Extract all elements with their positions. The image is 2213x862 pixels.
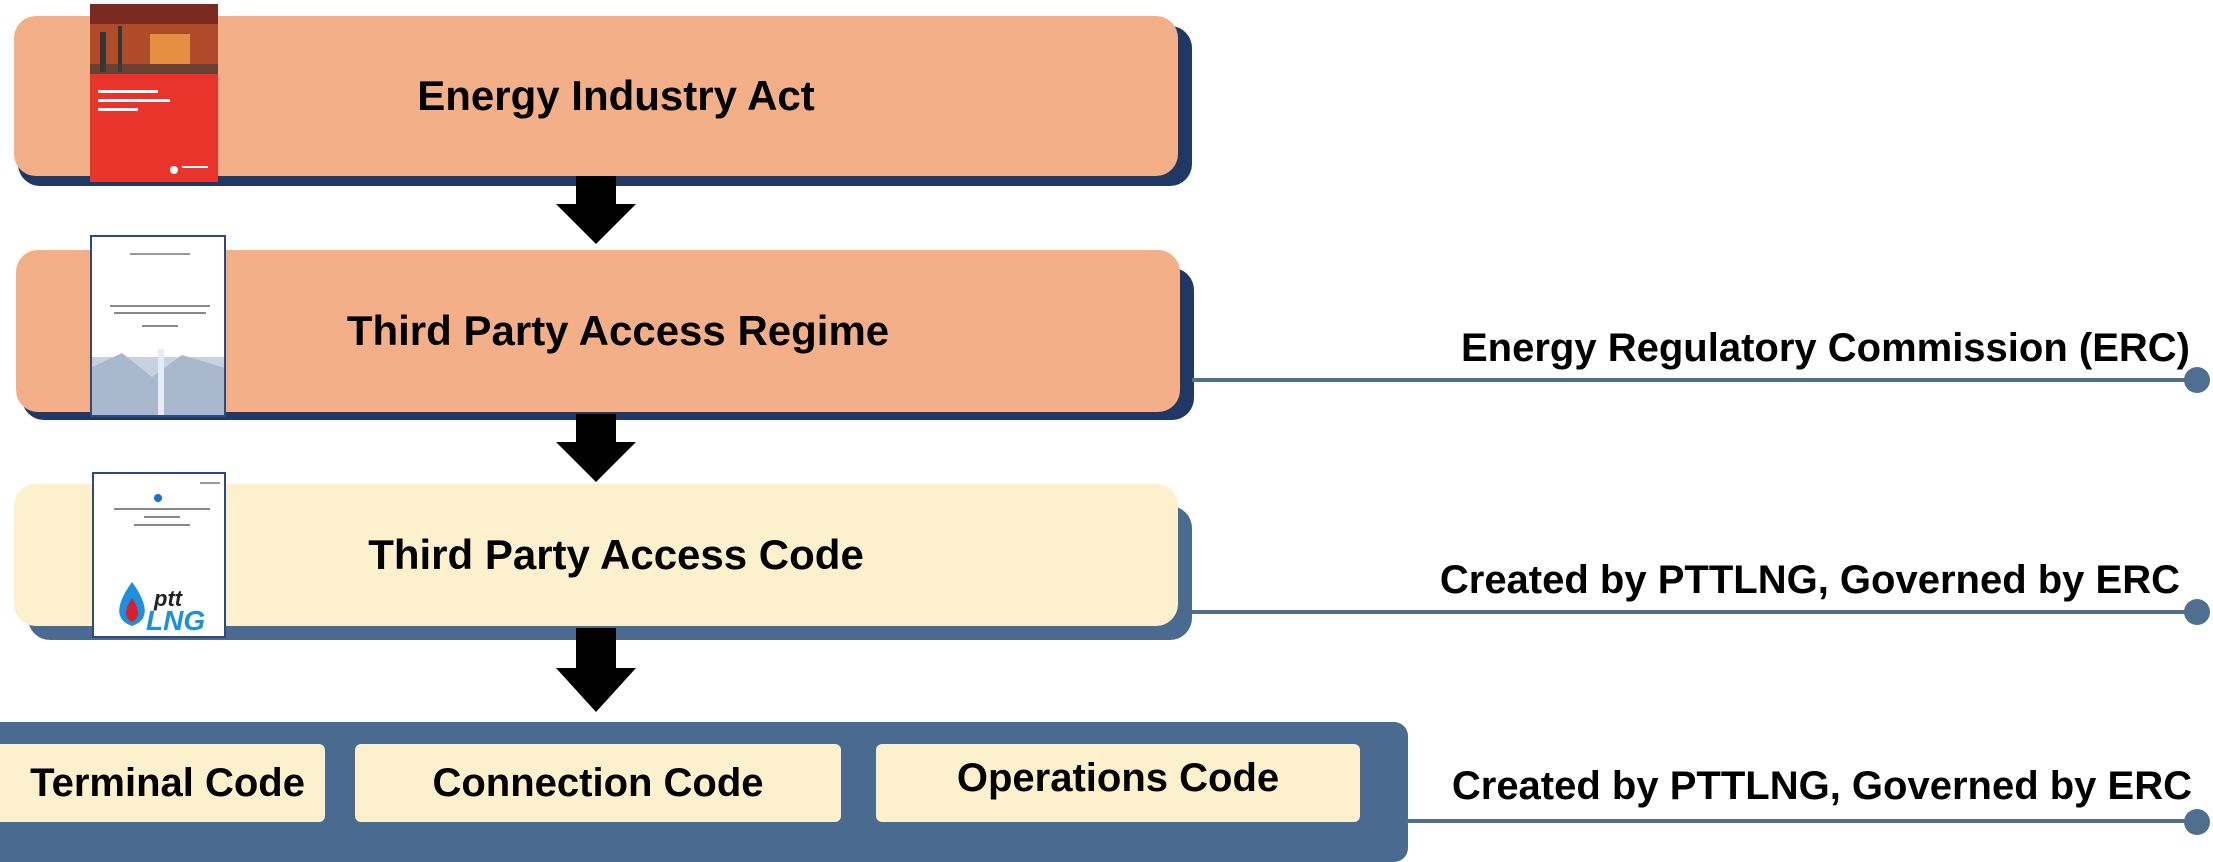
- operations-code-label: Operations Code: [956, 756, 1280, 800]
- connection-code-box: Connection Code: [355, 744, 841, 822]
- terminal-code-label: Terminal Code: [30, 760, 305, 805]
- svg-text:ptt: ptt: [153, 586, 184, 611]
- access-code-label: Third Party Access Code: [368, 531, 864, 578]
- regime-label: Third Party Access Regime: [346, 307, 890, 354]
- down-arrow-1: [556, 176, 636, 244]
- regime-caption: Energy Regulatory Commission (ERC): [1460, 326, 2190, 370]
- regime-connector-dot: [2184, 367, 2210, 393]
- svg-text:LNG: LNG: [146, 605, 205, 636]
- terminal-code-box: Terminal Code: [0, 744, 325, 822]
- energy-act-label: Energy Industry Act: [417, 72, 815, 119]
- sub-codes-connector-dot: [2184, 809, 2210, 835]
- sub-codes-connector-line: [1406, 819, 2196, 823]
- access-code-connector-line: [1192, 610, 2196, 614]
- sub-codes-caption: Created by PTTLNG, Governed by ERC: [1451, 764, 2192, 808]
- regime-document-icon: [90, 235, 226, 417]
- down-arrow-2: [556, 414, 636, 482]
- regime-connector-line: [1192, 378, 2196, 382]
- operations-code-box: Operations Code: [876, 744, 1360, 822]
- ptt-lng-document-icon: ptt LNG: [92, 472, 226, 638]
- connection-code-label: Connection Code: [432, 760, 764, 805]
- down-arrow-3: [556, 628, 636, 712]
- access-code-connector-dot: [2184, 599, 2210, 625]
- access-code-caption: Created by PTTLNG, Governed by ERC: [1439, 558, 2180, 602]
- red-book-cover-icon: [90, 4, 218, 182]
